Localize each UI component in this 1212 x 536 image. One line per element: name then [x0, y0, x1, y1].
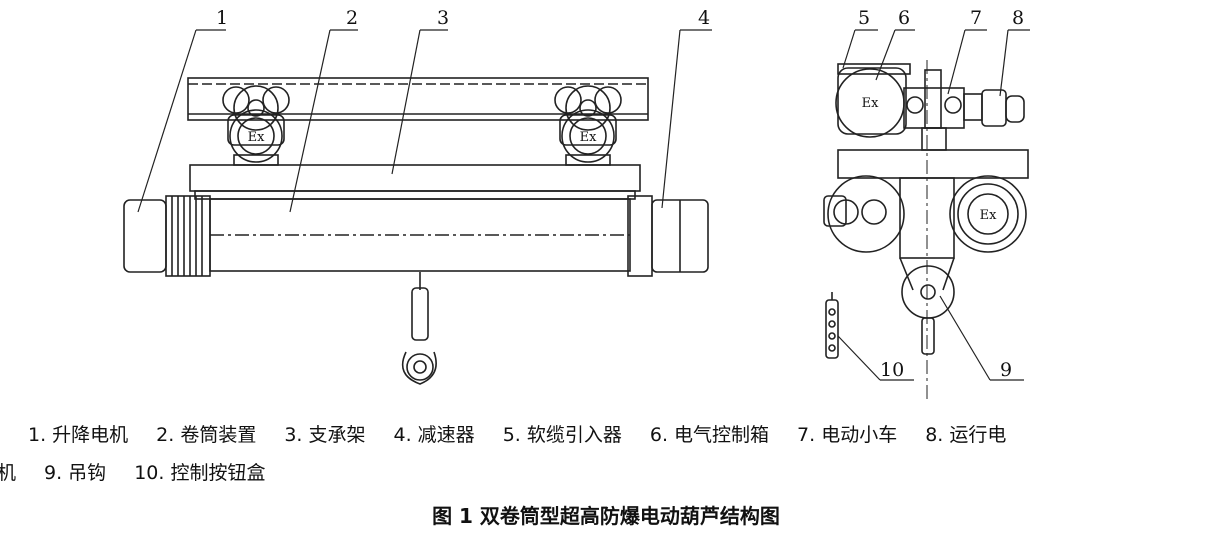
side-trolley — [903, 69, 965, 151]
label-8: 8 — [1012, 7, 1024, 29]
label-7: 7 — [970, 7, 982, 29]
front-hook — [401, 272, 437, 385]
legend-item-8: 8. 运行电 — [925, 424, 1007, 446]
side-motor-left — [823, 175, 905, 253]
ex-mark-control-box: Ex — [862, 96, 879, 111]
label-3: 3 — [437, 7, 449, 29]
hoist-structure-drawing: Ex Ex Ex Ex 1 2 3 4 5 6 7 8 10 9 — [123, 7, 1030, 400]
label-6: 6 — [898, 7, 910, 29]
leader-lines-front — [137, 29, 712, 213]
label-1: 1 — [216, 7, 228, 29]
legend-item-1: 1. 升降电机 — [28, 424, 129, 446]
control-pendant — [825, 292, 839, 359]
legend-item-5: 5. 软缆引入器 — [502, 424, 622, 446]
label-4: 4 — [698, 7, 710, 29]
legend-item-7: 7. 电动小车 — [797, 424, 898, 446]
figure-title: 图 1 双卷筒型超高防爆电动葫芦结构图 — [432, 504, 780, 528]
right-trolley-wheels — [554, 85, 622, 146]
track-beam — [187, 77, 649, 121]
label-2: 2 — [346, 7, 358, 29]
label-10: 10 — [880, 359, 904, 381]
label-9: 9 — [1000, 359, 1012, 381]
label-5: 5 — [858, 7, 870, 29]
side-frame — [837, 149, 1029, 179]
travel-motor — [963, 89, 1025, 127]
legend-item-9: 9. 吊钩 — [44, 462, 107, 484]
legend-item-2: 2. 卷筒装置 — [156, 424, 257, 446]
side-drum-right — [949, 175, 1027, 253]
legend-item-10: 10. 控制按钮盒 — [134, 462, 266, 484]
hoist-motor — [123, 195, 211, 277]
legend-item-4: 4. 减速器 — [393, 424, 475, 446]
leader-lines-side — [837, 29, 1030, 381]
legend-line-1: 1. 升降电机 2. 卷筒装置 3. 支承架 4. 减速器 5. 软缆引入器 6. 电气控… — [28, 420, 1034, 447]
side-hook-block — [899, 257, 955, 355]
left-trolley-wheels — [222, 85, 290, 146]
reducer — [627, 195, 709, 277]
ex-mark-left-motor: Ex — [248, 130, 265, 145]
legend-line-2: 机 9. 吊钩 10. 控制按钮盒 — [0, 458, 293, 485]
drum-assembly — [209, 198, 631, 272]
support-frame — [189, 164, 641, 200]
ex-mark-side-drum: Ex — [980, 208, 997, 223]
legend-item-3: 3. 支承架 — [284, 424, 366, 446]
legend-item-6: 6. 电气控制箱 — [649, 424, 770, 446]
legend-item-8-continued: 机 — [0, 462, 17, 484]
ex-mark-right-motor: Ex — [580, 130, 597, 145]
side-center-strut — [899, 60, 955, 400]
